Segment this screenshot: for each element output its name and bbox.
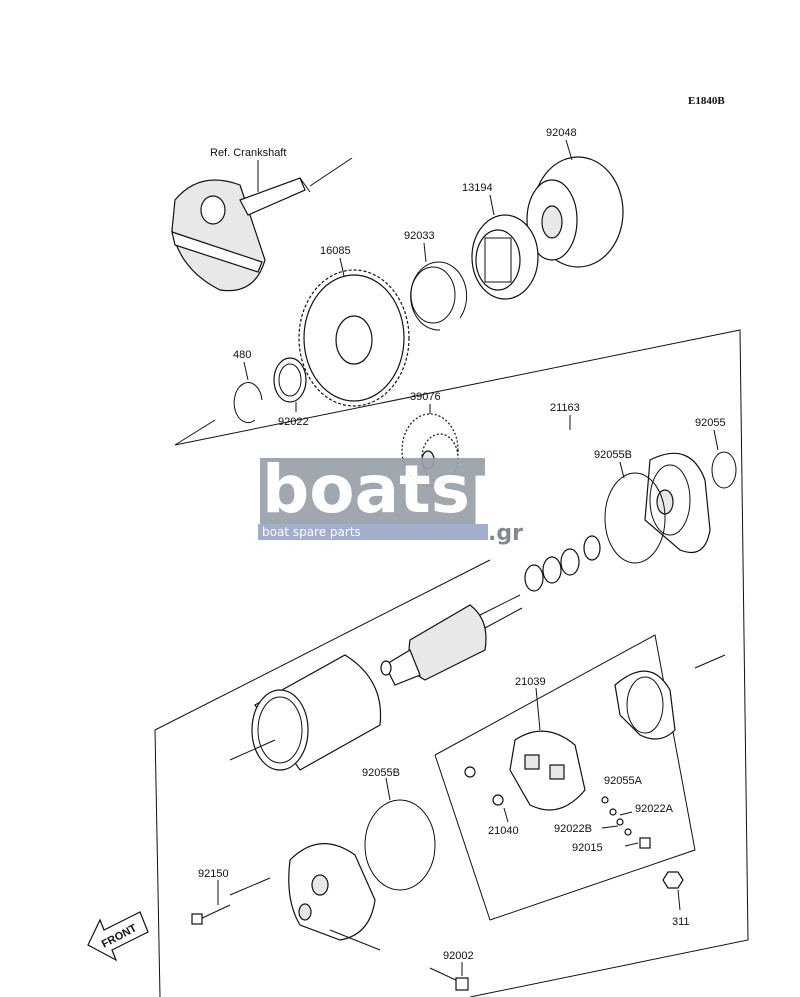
- label-92022: 92022: [278, 416, 309, 428]
- label-21039: 21039: [515, 676, 546, 688]
- label-39076: 39076: [410, 391, 441, 403]
- label-92055B-bottom: 92055B: [362, 767, 400, 779]
- watermark-brand-a: boat: [262, 451, 431, 528]
- part-92055B-oring-bottom: [364, 799, 436, 891]
- axis-arrow-bottom: [229, 739, 276, 761]
- part-92033-circlip: [410, 261, 468, 331]
- springs: [601, 796, 632, 836]
- part-21039-brush-holder: [509, 730, 586, 811]
- part-21040-clip: [464, 766, 504, 806]
- brush-box-left: [434, 754, 491, 921]
- watermark-suffix: .gr: [488, 521, 523, 546]
- watermark-brand-b: sp: [431, 451, 518, 528]
- part-rear-cover: [288, 843, 376, 941]
- part-92055-oring: [711, 451, 737, 489]
- part-92022-washer: [273, 357, 307, 403]
- watermark-brand: boatsp: [262, 451, 517, 528]
- ref-crankshaft-label: Ref. Crankshaft: [210, 147, 286, 159]
- part-92150-bolts: [191, 877, 271, 925]
- label-21040: 21040: [488, 825, 519, 837]
- part-armature: [380, 594, 523, 686]
- label-92022A: 92022A: [635, 803, 674, 815]
- label-92002: 92002: [443, 950, 474, 962]
- part-92015-nut: [639, 837, 651, 849]
- part-92055B-oring-top: [604, 472, 666, 564]
- label-92033: 92033: [404, 230, 435, 242]
- assembly-outline-left: [154, 559, 491, 731]
- brush-box-outline: [434, 634, 696, 921]
- label-480: 480: [233, 349, 251, 361]
- label-21163: 21163: [550, 402, 580, 414]
- label-92055: 92055: [695, 417, 726, 429]
- part-92048-housing: [526, 156, 624, 268]
- assembly-outline-left-vert: [154, 729, 161, 997]
- label-92055B-top: 92055B: [594, 449, 632, 461]
- label-92055A: 92055A: [604, 775, 643, 787]
- part-311-nut: [662, 871, 684, 889]
- part-brush-cover: [614, 670, 676, 740]
- diagram-code: E1840B: [688, 95, 725, 107]
- part-front-cover: [644, 452, 711, 554]
- label-13194: 13194: [462, 182, 493, 194]
- crankshaft: [171, 157, 353, 292]
- label-311: 311: [672, 916, 690, 928]
- watermark: boatsp boat spare parts .gr: [258, 451, 523, 546]
- part-92002-bolt: [329, 929, 469, 991]
- label-16085: 16085: [320, 245, 351, 257]
- label-92048: 92048: [546, 127, 577, 139]
- label-92015: 92015: [572, 842, 603, 854]
- front-arrow-icon: FRONT: [87, 911, 149, 962]
- shaft-washers: [524, 535, 601, 592]
- assembly-outline: [174, 329, 749, 997]
- label-92150: 92150: [198, 868, 229, 880]
- part-16085-gear: [298, 269, 410, 407]
- label-92022B: 92022B: [554, 823, 592, 835]
- axis-arrow-left: [174, 419, 216, 446]
- axis-arrow-right: [694, 654, 726, 669]
- watermark-tagline: boat spare parts: [262, 525, 361, 539]
- part-yoke: [251, 654, 382, 771]
- part-480-circlip: [233, 382, 263, 424]
- part-13194-clutch: [471, 214, 539, 300]
